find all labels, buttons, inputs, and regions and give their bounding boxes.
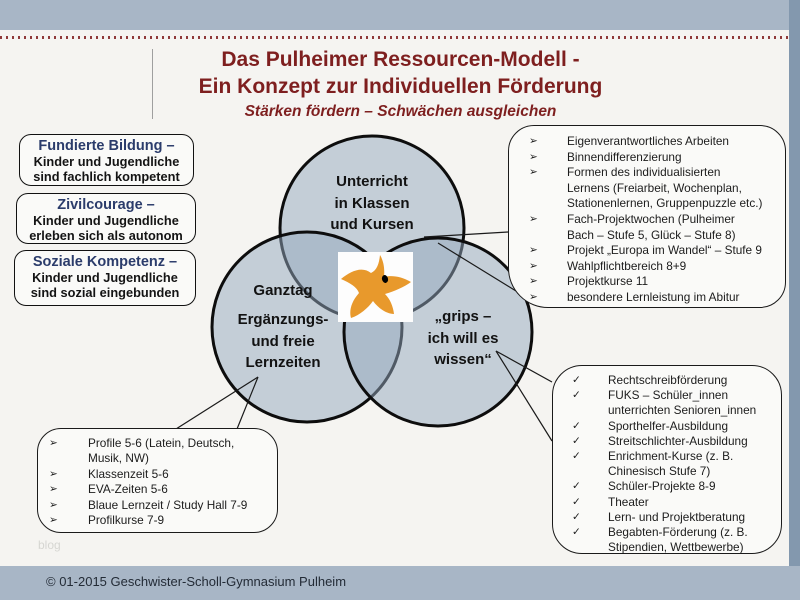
list-item: ➢ Profile 5-6 (Latein, Deutsch, Musik, NW… bbox=[38, 436, 271, 467]
list-item: ➢ Eigenverantwortliches Arbeiten bbox=[509, 134, 779, 150]
goal-box-body: Kinder und Jugendliche sind fachlich kom… bbox=[33, 154, 180, 184]
goal-box-soziale-kompetenz: Soziale Kompetenz – Kinder und Jugendlic… bbox=[14, 250, 196, 306]
bullet-marker-icon: ✓ bbox=[572, 419, 581, 432]
bullet-marker-icon: ➢ bbox=[529, 150, 538, 163]
bullet-marker-icon: ✓ bbox=[572, 374, 581, 386]
bullet-marker-icon: ➢ bbox=[529, 290, 538, 303]
list-item-text: Eigenverantwortliches Arbeiten bbox=[567, 134, 729, 148]
bullet-marker-icon: ➢ bbox=[529, 244, 538, 257]
list-item: ✓ Begabten-Förderung (z. B. Stipendien, W… bbox=[553, 525, 773, 555]
star-eye-dot bbox=[381, 275, 389, 283]
list-item: ➢ EVA-Zeiten 5-6 bbox=[38, 482, 271, 497]
bullet-marker-icon: ✓ bbox=[572, 526, 581, 539]
goal-box-heading: Soziale Kompetenz – bbox=[32, 254, 178, 270]
list-item-text: Streitschlichter-Ausbildung bbox=[608, 433, 748, 448]
goal-box-body: Kinder und Jugendliche sind sozial einge… bbox=[30, 270, 180, 300]
list-item: ➢ Fach-Projektwochen (Pulheimer Bach – St… bbox=[509, 212, 779, 243]
list-item-text: Fach-Projektwochen (Pulheimer Bach – Stu… bbox=[567, 211, 736, 242]
bullet-marker-icon: ✓ bbox=[572, 389, 581, 402]
label-grips: „grips – ich will es wissen“ bbox=[427, 308, 499, 368]
bullet-marker-icon: ➢ bbox=[49, 437, 58, 449]
bullet-marker-icon: ➢ bbox=[529, 135, 538, 147]
list-item: ✓ FUKS – Schüler_innen unterrichten Senio… bbox=[553, 388, 773, 418]
list-item: ✓ Schüler-Projekte 8-9 bbox=[553, 479, 773, 494]
bullet-marker-icon: ✓ bbox=[572, 480, 581, 493]
list-item: ➢ Projektkurse 11 bbox=[509, 274, 779, 290]
goal-box-body: Kinder und Jugendliche erleben sich als … bbox=[29, 213, 183, 243]
list-item-text: Projektkurse 11 bbox=[567, 274, 649, 289]
bullet-marker-icon: ➢ bbox=[49, 483, 58, 496]
label-ganztag: Ganztag bbox=[253, 282, 313, 299]
connector-line bbox=[175, 376, 259, 430]
list-item: ➢ Profilkurse 7-9 bbox=[38, 513, 271, 528]
footer-bar bbox=[0, 566, 800, 600]
right-edge-strip bbox=[789, 0, 800, 600]
list-item-text: Rechtschreibförderung bbox=[608, 373, 728, 387]
label-lernzeiten: Ergänzungs- und freie Lernzeiten bbox=[237, 311, 329, 371]
list-item-text: Sporthelfer-Ausbildung bbox=[608, 418, 729, 433]
unterricht-activity-list: ➢ Eigenverantwortliches Arbeiten ➢ Binnendi… bbox=[509, 134, 779, 306]
grips-activity-list: ✓ Rechtschreibförderung ✓ FUKS – Schüler_in… bbox=[553, 373, 773, 555]
callout-ganztag-activities: ➢ Profile 5-6 (Latein, Deutsch, Musik, NW… bbox=[37, 428, 278, 533]
goal-box-heading: Zivilcourage – bbox=[57, 197, 155, 213]
copyright-text: © 01-2015 Geschwister-Scholl-Gymnasium P… bbox=[46, 574, 347, 589]
list-item: ➢ Klassenzeit 5-6 bbox=[38, 467, 271, 482]
bullet-marker-icon: ➢ bbox=[529, 275, 538, 288]
list-item-text: Profilkurse 7-9 bbox=[88, 513, 165, 528]
bullet-marker-icon: ➢ bbox=[49, 467, 58, 480]
connector-line bbox=[236, 376, 259, 430]
goal-box-fundierte-bildung: Fundierte Bildung – Kinder und Jugendlic… bbox=[19, 134, 194, 186]
list-item-text: Wahlpflichtbereich 8+9 bbox=[567, 258, 687, 273]
list-item-text: Klassenzeit 5-6 bbox=[88, 466, 169, 481]
list-item: ➢ besondere Lernleistung im Abitur bbox=[509, 290, 779, 306]
list-item-text: Formen des individualisierten Lernens (F… bbox=[567, 165, 763, 211]
bullet-marker-icon: ➢ bbox=[49, 514, 58, 527]
list-item-text: Enrichment-Kurse (z. B. Chinesisch Stufe… bbox=[608, 449, 734, 479]
slide-title: Das Pulheimer Ressourcen-Modell - Ein Ko… bbox=[198, 48, 603, 98]
top-bar bbox=[0, 0, 789, 30]
list-item-text: Lern- und Projektberatung bbox=[608, 509, 746, 524]
ganztag-activity-list: ➢ Profile 5-6 (Latein, Deutsch, Musik, NW… bbox=[38, 436, 271, 528]
bullet-marker-icon: ➢ bbox=[49, 498, 58, 511]
list-item: ✓ Streitschlichter-Ausbildung bbox=[553, 434, 773, 449]
list-item: ➢ Projekt „Europa im Wandel“ – Stufe 9 bbox=[509, 243, 779, 259]
goal-box-heading: Fundierte Bildung – bbox=[38, 138, 175, 154]
bullet-marker-icon: ✓ bbox=[572, 495, 581, 508]
bullet-marker-icon: ✓ bbox=[572, 510, 581, 523]
callout-unterricht-activities: ➢ Eigenverantwortliches Arbeiten ➢ Binnendi… bbox=[508, 125, 786, 308]
goal-box-zivilcourage: Zivilcourage – Kinder und Jugendliche er… bbox=[16, 193, 196, 244]
list-item-text: Projekt „Europa im Wandel“ – Stufe 9 bbox=[567, 243, 762, 258]
list-item: ✓ Rechtschreibförderung bbox=[553, 373, 773, 388]
list-item: ✓ Sporthelfer-Ausbildung bbox=[553, 419, 773, 434]
dotted-divider bbox=[0, 36, 789, 39]
list-item: ➢ Binnendifferenzierung bbox=[509, 150, 779, 166]
bullet-marker-icon: ➢ bbox=[529, 212, 538, 225]
bullet-marker-icon: ➢ bbox=[529, 166, 538, 179]
list-item-text: Begabten-Förderung (z. B. Stipendien, We… bbox=[608, 525, 748, 555]
watermark-text: blog bbox=[38, 538, 61, 552]
list-item: ✓ Lern- und Projektberatung bbox=[553, 510, 773, 525]
bullet-marker-icon: ➢ bbox=[529, 259, 538, 272]
slide-subtitle: Stärken fördern – Schwächen ausgleichen bbox=[244, 103, 557, 120]
label-unterricht: Unterricht in Klassen und Kursen bbox=[330, 173, 414, 233]
list-item-text: FUKS – Schüler_innen unterrichten Senior… bbox=[608, 388, 757, 418]
list-item-text: Schüler-Projekte 8-9 bbox=[608, 479, 716, 494]
list-item: ✓ Theater bbox=[553, 495, 773, 510]
list-item-text: besondere Lernleistung im Abitur bbox=[567, 289, 740, 304]
list-item-text: Blaue Lernzeit / Study Hall 7-9 bbox=[88, 497, 248, 512]
list-item-text: EVA-Zeiten 5-6 bbox=[88, 482, 168, 497]
bullet-marker-icon: ✓ bbox=[572, 450, 581, 463]
list-item-text: Profile 5-6 (Latein, Deutsch, Musik, NW) bbox=[88, 436, 235, 466]
callout-grips-activities: ✓ Rechtschreibförderung ✓ FUKS – Schüler_in… bbox=[552, 365, 782, 554]
list-item: ➢ Wahlpflichtbereich 8+9 bbox=[509, 259, 779, 275]
bullet-marker-icon: ✓ bbox=[572, 434, 581, 447]
title-left-rule bbox=[152, 49, 153, 119]
list-item-text: Binnendifferenzierung bbox=[567, 149, 682, 164]
title-block: Das Pulheimer Ressourcen-Modell - Ein Ko… bbox=[152, 46, 649, 121]
list-item: ➢ Blaue Lernzeit / Study Hall 7-9 bbox=[38, 498, 271, 513]
list-item: ➢ Formen des individualisierten Lernens (… bbox=[509, 165, 779, 212]
list-item-text: Theater bbox=[608, 494, 649, 509]
list-item: ✓ Enrichment-Kurse (z. B. Chinesisch Stuf… bbox=[553, 449, 773, 479]
